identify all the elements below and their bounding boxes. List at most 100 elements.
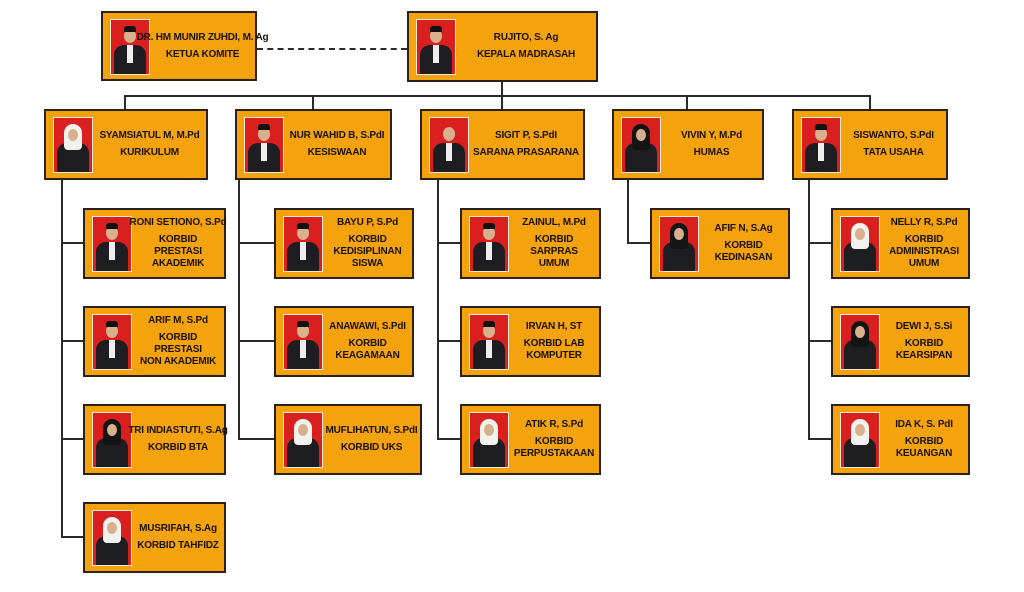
connector-line: [437, 242, 460, 244]
person-role: SARANA PRASARANA: [473, 147, 579, 158]
person-name: VIVIN Y, M.Pd: [680, 130, 743, 141]
person-role: KORBID KEAGAMAAN: [335, 338, 400, 361]
person-name: MUFLIHATUN, S.PdI: [325, 425, 418, 436]
connector-line: [238, 180, 240, 439]
person-role: KEPALA MADRASAH: [476, 49, 576, 60]
person-role: KORBID KEDINASAN: [714, 240, 773, 263]
connector-line: [61, 438, 83, 440]
person-role: KORBID SARPRAS UMUM: [530, 234, 578, 269]
connector-line: [238, 242, 274, 244]
person-role: KURIKULUM: [120, 147, 179, 158]
person-name: SISWANTO, S.PdI: [853, 130, 934, 141]
person-role: KORBID KEDISIPLINAN SISWA: [333, 234, 402, 269]
person-photo: [469, 216, 509, 272]
person-photo: [283, 216, 323, 272]
person-photo: [53, 117, 93, 173]
person-name: RONI SETIONO, S.Pd: [129, 217, 227, 228]
connector-line: [627, 242, 650, 244]
connector-line: [238, 438, 274, 440]
card-division-head: SIGIT P, S.PdI SARANA PRASARANA: [420, 109, 585, 180]
person-photo: [469, 314, 509, 370]
card-text: MUFLIHATUN, S.PdI KORBID UKS: [325, 406, 418, 473]
connector-line: [808, 340, 831, 342]
person-name: DR. HM MUNIR ZUHDI, M. Ag: [136, 31, 269, 43]
connector-line: [124, 95, 871, 97]
person-name: SIGIT P, S.PdI: [494, 130, 558, 141]
person-role: KORBID PERPUSTAKAAN: [513, 436, 595, 459]
person-role: KORBID UKS: [340, 442, 403, 453]
person-name: DEWI J, S.Si: [895, 321, 953, 332]
person-photo: [840, 412, 880, 468]
person-role: KORBID LAB KOMPUTER: [523, 338, 585, 361]
connector-line: [808, 242, 831, 244]
person-name: IDA K, S. PdI: [895, 419, 953, 430]
person-photo: [416, 19, 456, 75]
connector-line: [501, 96, 503, 109]
card-text: SISWANTO, S.PdI TATA USAHA: [844, 111, 943, 178]
connector-line: [808, 180, 810, 439]
person-name: ATIK R, S.Pd: [525, 419, 583, 430]
card-member: MUFLIHATUN, S.PdI KORBID UKS: [274, 404, 422, 475]
card-division-head: SISWANTO, S.PdI TATA USAHA: [792, 109, 948, 180]
person-role: HUMAS: [693, 147, 730, 158]
connector-line: [869, 96, 871, 109]
person-name: NELLY R, S.Pd: [890, 217, 958, 228]
person-photo: [469, 412, 509, 468]
person-role: KORBID KEARSIPAN: [895, 338, 953, 361]
connector-line: [312, 96, 314, 109]
connector-line: [686, 96, 688, 109]
dashed-connector: [257, 48, 407, 50]
connector-line: [501, 82, 503, 96]
card-member: IRVAN H, ST KORBID LAB KOMPUTER: [460, 306, 601, 377]
connector-line: [437, 438, 460, 440]
person-photo: [92, 412, 132, 468]
connector-line: [124, 96, 126, 109]
card-text: IRVAN H, ST KORBID LAB KOMPUTER: [512, 308, 596, 375]
person-role: KORBID PRESTASI AKADEMIK: [151, 234, 205, 269]
person-name: IRVAN H, ST: [525, 321, 583, 332]
person-name: BAYU P, S.Pd: [337, 217, 398, 228]
person-role: KORBID TAHFIDZ: [137, 540, 219, 551]
person-photo: [621, 117, 661, 173]
person-photo: [429, 117, 469, 173]
person-role: KORBID PRESTASI NON AKADEMIK: [139, 332, 217, 367]
connector-line: [61, 242, 83, 244]
person-photo: [92, 216, 132, 272]
connector-line: [61, 180, 63, 537]
person-role: TATA USAHA: [863, 147, 924, 158]
person-name: SYAMSIATUL M, M.Pd: [99, 130, 200, 141]
person-photo: [840, 314, 880, 370]
person-name: ARIF M, S.Pd: [148, 315, 208, 326]
person-photo: [283, 412, 323, 468]
person-photo: [283, 314, 323, 370]
person-photo: [659, 216, 699, 272]
connector-line: [61, 340, 83, 342]
